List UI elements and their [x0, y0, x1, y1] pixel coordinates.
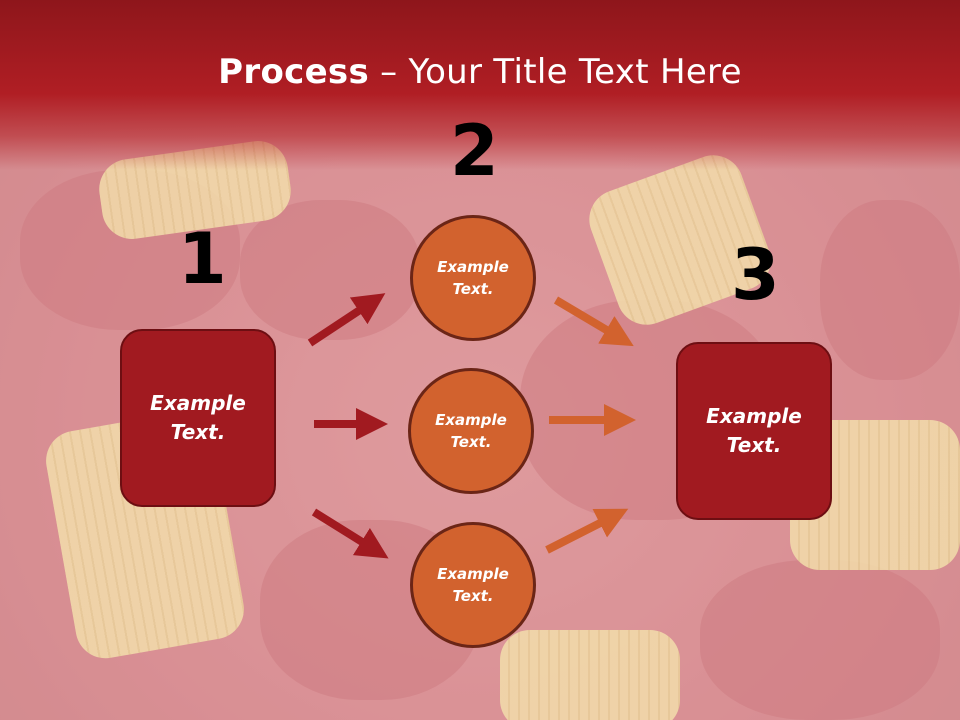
step-3-text: Example Text. [706, 404, 802, 457]
arrow-bottom-to-3 [545, 508, 629, 554]
circle-top-text: Example Text. [437, 257, 509, 299]
arrow-1-to-bottom [311, 508, 389, 559]
title-rest: – Your Title Text Here [369, 52, 742, 92]
step-number-1: 1 [178, 218, 227, 300]
arrow-top-to-3 [553, 296, 634, 347]
slide-title: Process – Your Title Text Here [0, 52, 960, 92]
title-bold: Process [218, 52, 370, 92]
circle-middle-text: Example Text. [435, 410, 507, 452]
step-2-circle-middle: Example Text. [408, 368, 534, 494]
arrow-1-to-top [307, 293, 386, 347]
step-3-box: Example Text. [676, 342, 832, 520]
circle-bottom-text: Example Text. [437, 564, 509, 606]
step-2-circle-top: Example Text. [410, 215, 536, 341]
step-number-2: 2 [450, 110, 499, 192]
step-1-text: Example Text. [150, 391, 246, 444]
step-2-circle-bottom: Example Text. [410, 522, 536, 648]
step-number-3: 3 [731, 234, 780, 316]
title-bar [0, 0, 960, 170]
step-1-box: Example Text. [120, 329, 276, 507]
